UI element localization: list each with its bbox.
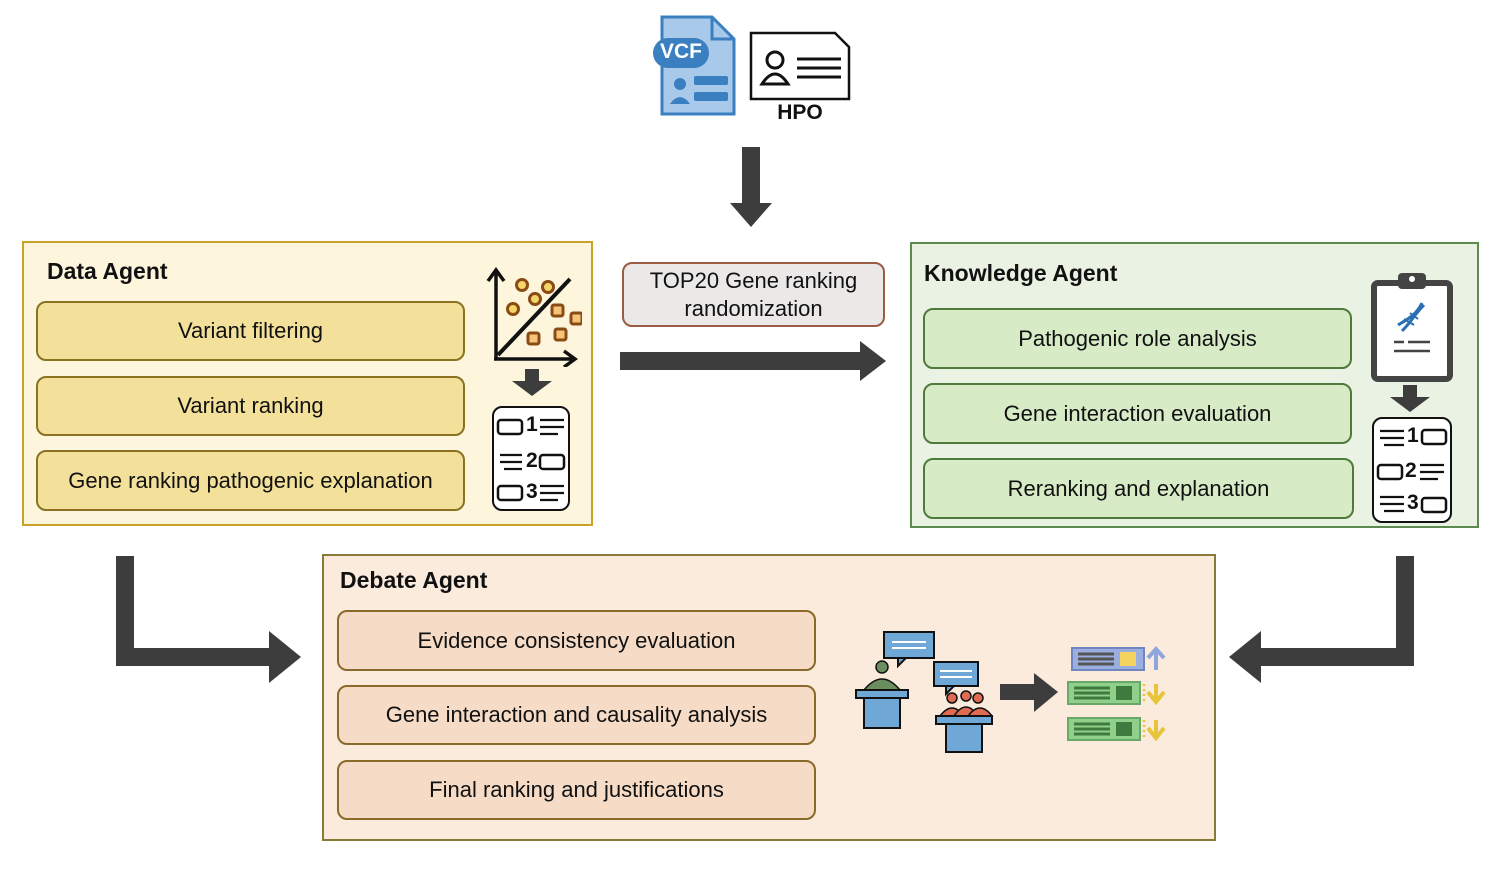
hpo-label: HPO [777,101,823,124]
randomization-box: TOP20 Gene ranking randomization [622,262,885,327]
debate-agent-title: Debate Agent [340,567,488,593]
clipboard-dna-icon [1371,273,1453,382]
reranked-list-lines [1376,428,1448,514]
rank-number-1: 1 [526,413,538,436]
debate-step-final-ranking: Final ranking and justifications [337,760,816,820]
data-agent-title: Data Agent [47,258,168,284]
data-step-gene-explanation: Gene ranking pathogenic explanation [36,450,465,511]
right-arrow [620,341,886,381]
vcf-label: VCF [660,40,702,63]
vcf-file-icon [653,15,736,116]
randomization-line-1: TOP20 Gene ranking [649,267,858,293]
rank-number-2: 2 [526,449,538,472]
debate-step-causality: Gene interaction and causality analysis [337,685,816,745]
randomization-line-2: randomization [684,295,823,321]
knowledge-agent-title: Knowledge Agent [924,260,1118,286]
data-step-variant-ranking: Variant ranking [36,376,465,436]
debate-step-evidence-consistency: Evidence consistency evaluation [337,610,816,671]
data-agent-panel: Data Agent Variant filtering Variant ran… [22,241,593,526]
knowledge-step-reranking: Reranking and explanation [923,458,1354,519]
rerank-number-1: 1 [1407,424,1419,447]
down-arrow [730,147,772,227]
debate-agent-panel: Debate Agent Evidence consistency evalua… [322,554,1216,841]
down-arrow-small [1390,385,1430,412]
data-step-variant-filtering: Variant filtering [36,301,465,361]
rerank-number-2: 2 [1405,459,1417,482]
knowledge-step-pathogenic-role: Pathogenic role analysis [923,308,1352,369]
debate-speakers-icon [855,631,994,753]
hpo-profile-icon [749,31,851,101]
reranked-genes-icon [1067,645,1166,742]
debate-result-arrow [1000,673,1058,712]
knowledge-agent-panel: Knowledge Agent Pathogenic role analysis… [910,242,1479,528]
data-to-debate-arrow [116,556,301,683]
rerank-number-3: 3 [1407,491,1419,514]
ranked-list-icon: 1 2 3 [492,406,570,511]
knowledge-step-gene-interaction: Gene interaction evaluation [923,383,1352,444]
knowledge-to-debate-arrow [1229,556,1414,683]
reranked-list-icon: 1 2 3 [1372,417,1452,523]
rank-number-3: 3 [526,480,538,503]
scatter-plot-icon [486,267,582,367]
ranked-list-lines [496,418,566,502]
down-arrow-small [512,369,552,396]
